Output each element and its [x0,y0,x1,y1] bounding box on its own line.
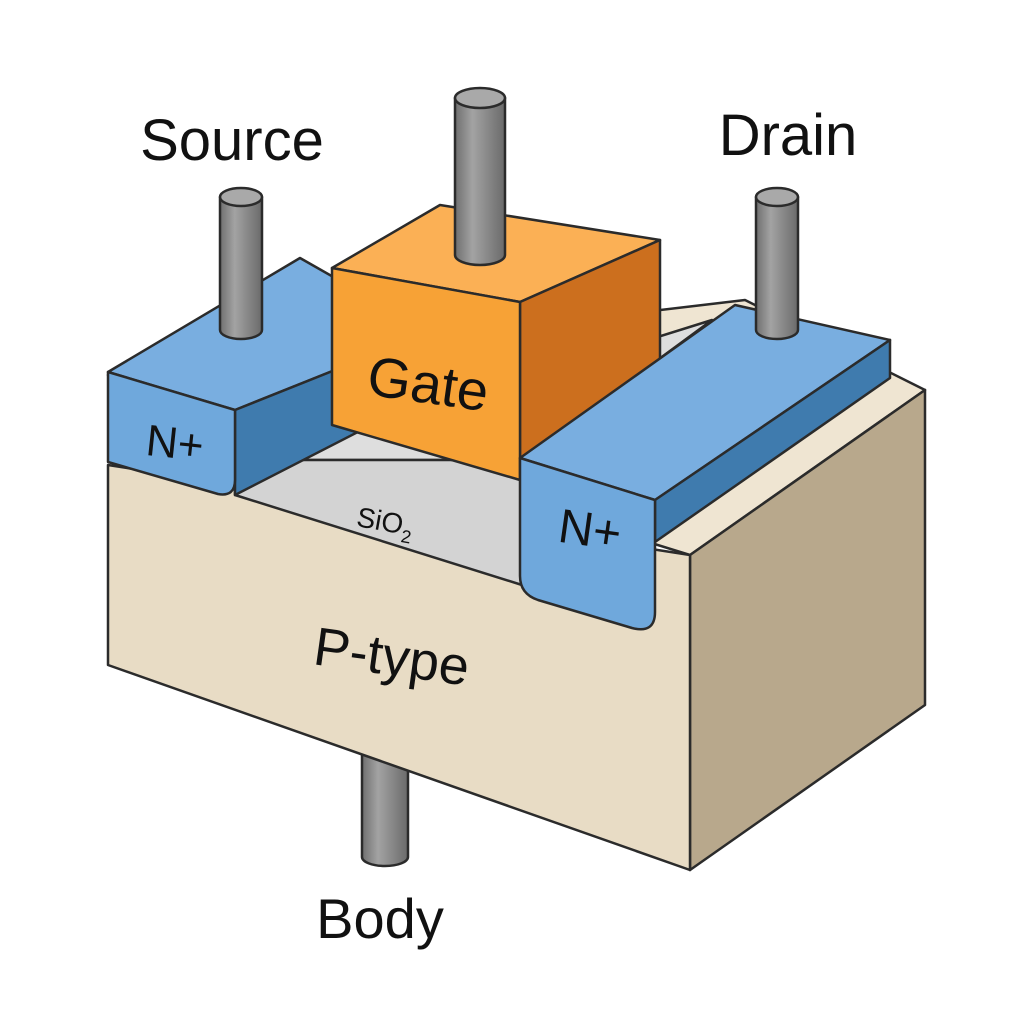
source-label: Source [140,108,324,173]
drain-pin [754,186,800,341]
body-pin [360,738,410,868]
gate-pin [453,86,507,267]
source-pin [218,186,264,341]
source-n-plus-label: N+ [144,416,206,471]
drain-label: Drain [719,103,858,168]
oxide-label-subscript: 2 [399,526,412,547]
drain-n-plus-front-face [518,456,657,631]
source-n-plus-front-face [106,370,237,496]
drain-n-plus-label: N+ [555,500,624,561]
body-label: Body [316,887,444,950]
drain-n-plus-region [518,303,892,631]
